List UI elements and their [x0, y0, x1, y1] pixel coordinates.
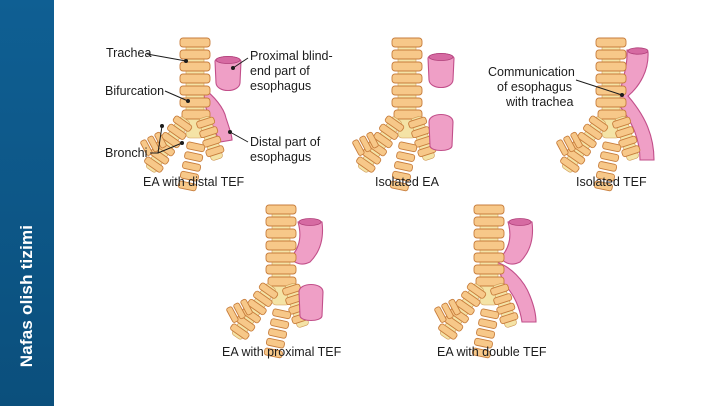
panel-ea-double-tef: EA with double TEF	[433, 204, 547, 359]
distal-pouch	[428, 113, 454, 152]
label-proximal-3: esophagus	[250, 79, 311, 93]
caption-isolated-ea: Isolated EA	[375, 175, 440, 189]
label-trachea: Trachea	[106, 46, 151, 60]
label-communication-3: with trachea	[505, 95, 573, 109]
caption-isolated-tef: Isolated TEF	[576, 175, 647, 189]
sidebar-title: Nafas olish tizimi	[17, 224, 36, 368]
panel-ea-proximal-tef: EA with proximal TEF	[222, 204, 342, 359]
label-proximal-2: end part of	[250, 64, 310, 78]
panel-isolated-ea: Isolated EA	[351, 37, 455, 192]
label-distal-2: esophagus	[250, 150, 311, 164]
proximal-pouch	[214, 55, 242, 92]
tef-diagram: Trachea Bifurcation Bronchi Proximal bli…	[105, 37, 655, 359]
distal-pouch	[298, 283, 324, 322]
distal-esophagus-fistula	[495, 261, 537, 323]
caption-ea-proximal-tef: EA with proximal TEF	[222, 345, 342, 359]
proximal-esophagus-fistula	[499, 219, 534, 265]
label-communication-1: Communication	[488, 65, 575, 79]
label-bronchi: Bronchi	[105, 146, 147, 160]
sidebar: Nafas olish tizimi	[0, 0, 54, 406]
proximal-pouch	[427, 52, 455, 89]
panel-isolated-tef: Communication of esophagus with trachea …	[488, 37, 655, 192]
label-bifurcation: Bifurcation	[105, 84, 164, 98]
label-distal-1: Distal part of	[250, 135, 321, 149]
panel-ea-distal-tef: Trachea Bifurcation Bronchi Proximal bli…	[105, 37, 333, 192]
label-proximal-1: Proximal blind-	[250, 49, 333, 63]
label-communication-2: of esophagus	[497, 80, 572, 94]
caption-ea-distal-tef: EA with distal TEF	[143, 175, 245, 189]
caption-ea-double-tef: EA with double TEF	[437, 345, 547, 359]
